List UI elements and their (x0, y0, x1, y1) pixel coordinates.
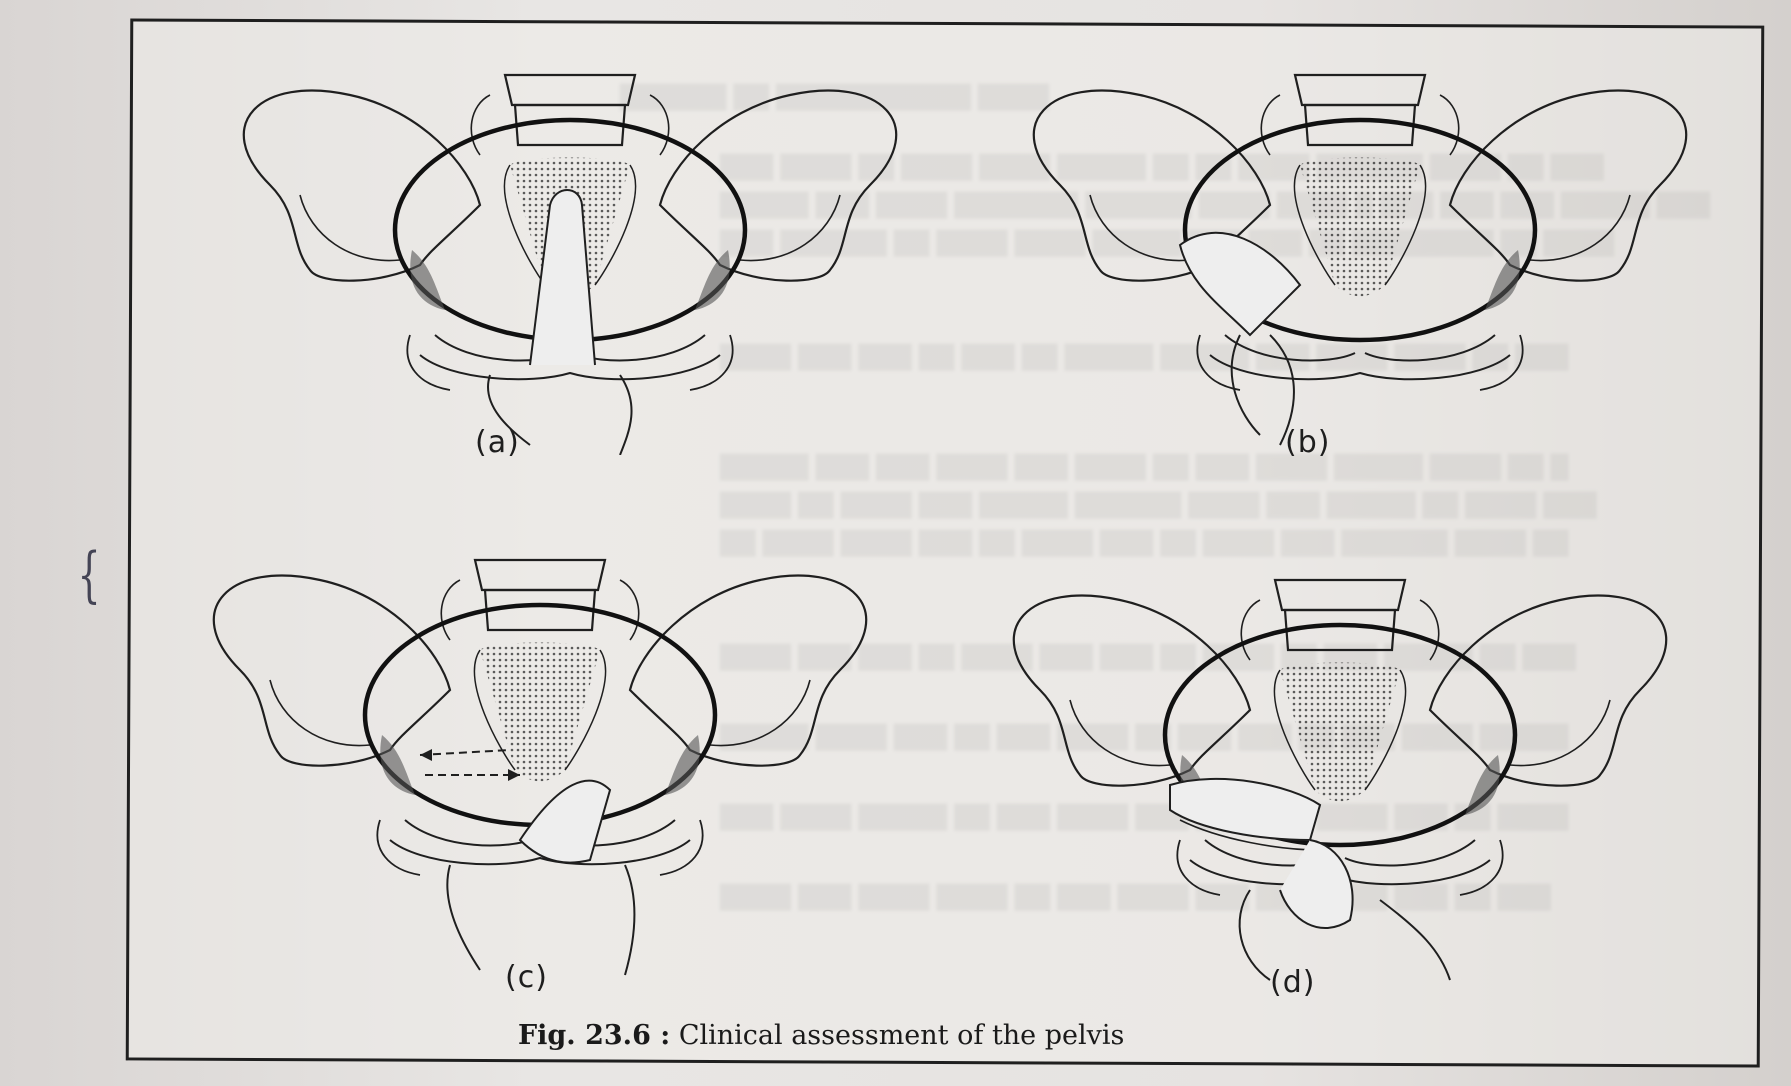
pelvis-exam-diagram-c (120, 520, 960, 990)
margin-brace-mark: { (78, 540, 101, 610)
panel-d: (d) (920, 540, 1760, 1010)
panel-label-a: (a) (475, 425, 520, 460)
panel-label-b: (b) (1285, 425, 1330, 460)
dashed-arrow-line-upper (420, 750, 510, 755)
pelvis-exam-diagram-b (940, 35, 1780, 455)
figure-caption-text: Clinical assessment of the pelvis (670, 1020, 1124, 1051)
figure-caption: Fig. 23.6 : Clinical assessment of the p… (518, 1020, 1124, 1051)
panel-a: (a) (150, 35, 990, 455)
pelvis-exam-diagram-a (150, 35, 990, 455)
panel-label-c: (c) (505, 960, 548, 995)
pelvis-exam-diagram-d (920, 540, 1760, 1010)
panel-c: (c) (120, 520, 960, 990)
panel-b: (b) (940, 35, 1780, 455)
panel-label-d: (d) (1270, 965, 1315, 1000)
figure-caption-number: Fig. 23.6 : (518, 1020, 670, 1051)
